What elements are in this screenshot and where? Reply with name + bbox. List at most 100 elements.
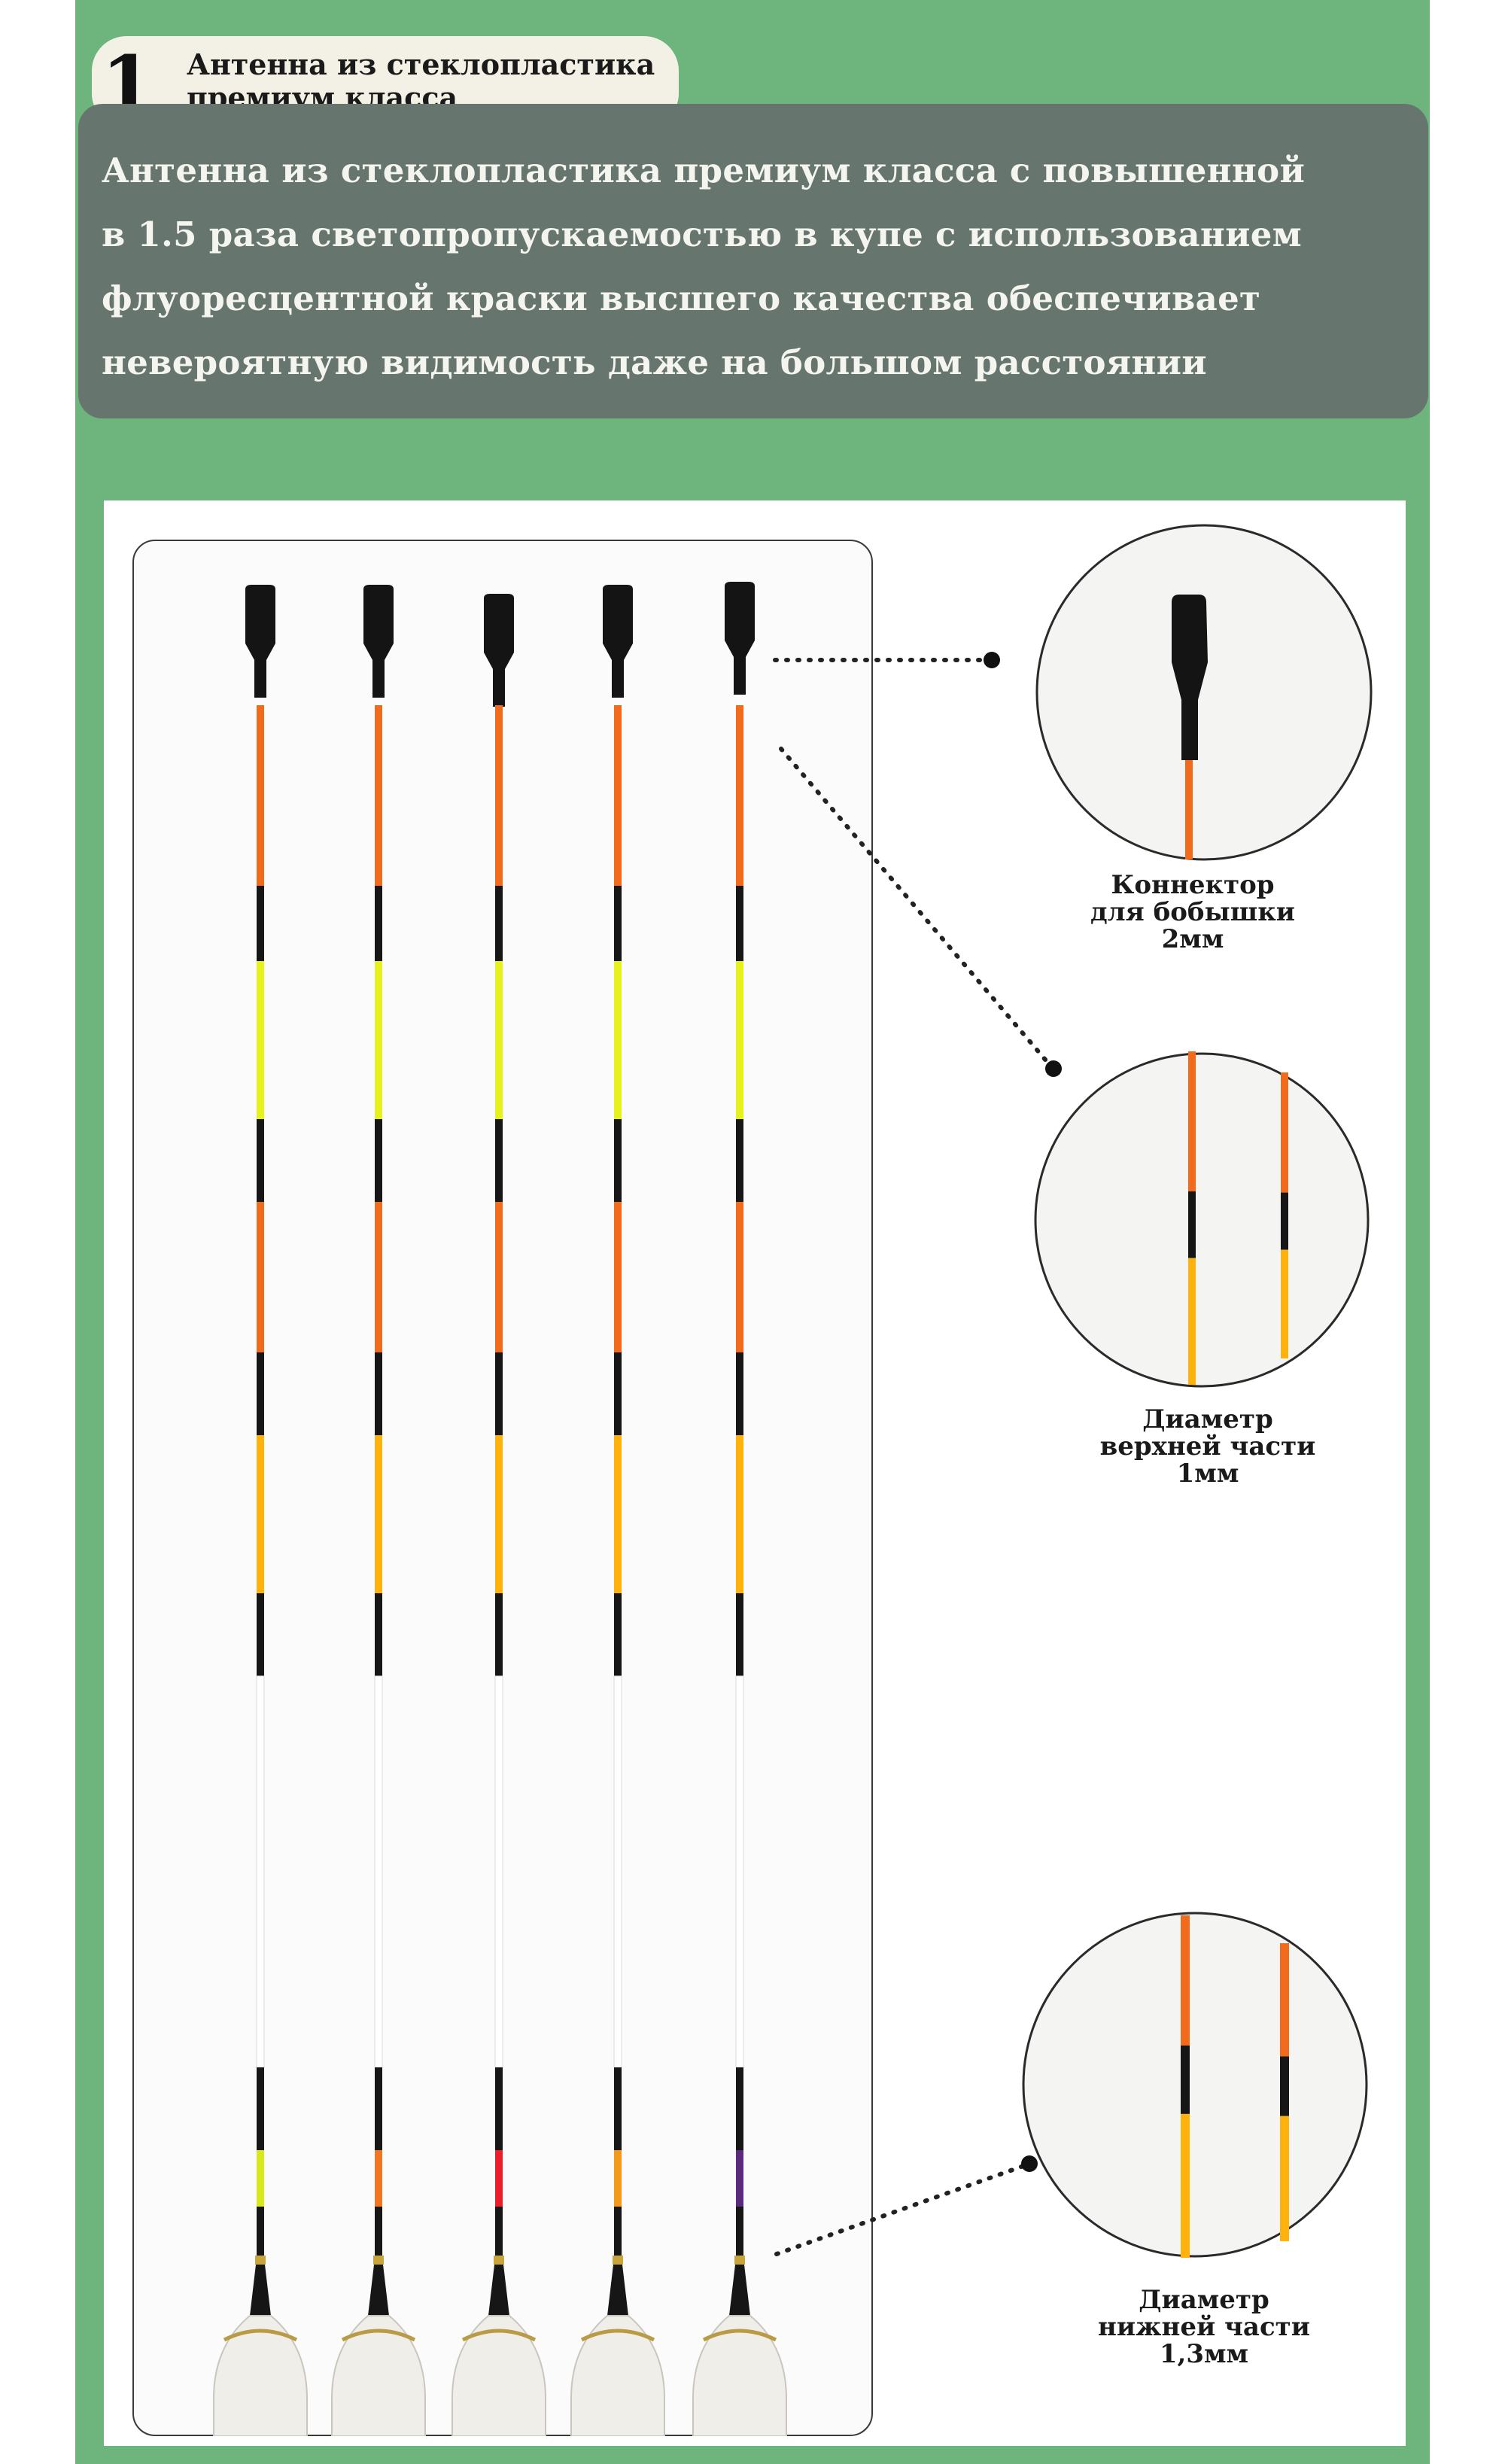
caption-line: 1,3мм <box>1159 2339 1249 2369</box>
rod-segment <box>375 2067 382 2150</box>
rod-segment <box>375 2150 382 2207</box>
description-line-3: флуоресцентной краски высшего качества о… <box>102 278 1261 318</box>
callout-circle-upper <box>1034 1052 1370 1388</box>
lower-closeup-black <box>1280 2056 1289 2116</box>
description-panel <box>78 104 1428 418</box>
connector-cap <box>725 582 755 695</box>
connector-dot-2 <box>1045 1060 1062 1077</box>
rod-stem <box>607 2265 628 2316</box>
rod-segment <box>736 1593 743 1676</box>
lower-closeup-orange <box>1181 1915 1190 2046</box>
rod-segment <box>614 1435 622 1593</box>
upper-closeup-black <box>1281 1192 1288 1250</box>
rod-segment <box>375 1435 382 1593</box>
float-body-gold-band <box>702 2329 777 2342</box>
rod-segment <box>257 2207 264 2256</box>
rod-segment <box>495 705 503 886</box>
caption-line: нижней части <box>1098 2312 1310 2342</box>
rod-stem <box>250 2265 271 2316</box>
caption-line: 1мм <box>1176 1459 1239 1489</box>
rod-gold-ring <box>255 2256 266 2265</box>
rod-segment <box>736 961 743 1119</box>
rod-segment <box>614 2150 622 2207</box>
rod-segment <box>495 2150 503 2207</box>
connector-dot-1 <box>984 652 1000 668</box>
rod-segment <box>375 1202 382 1352</box>
rod-segment <box>736 1435 743 1593</box>
caption-line: верхней части <box>1099 1431 1316 1462</box>
rod-segment <box>736 1202 743 1352</box>
rod-segment <box>257 1352 264 1435</box>
connector-line-2 <box>779 747 1052 1067</box>
rod-segment <box>375 2207 382 2256</box>
connector-cap <box>484 594 514 707</box>
connector-line-3 <box>774 2164 1026 2256</box>
rod-segment <box>375 1352 382 1435</box>
rod-segment <box>736 2207 743 2256</box>
float-body-gold-band <box>223 2329 298 2342</box>
description-line-2: в 1.5 раза светопропускаемостью в купе с… <box>102 214 1303 254</box>
description-line-4: невероятную видимость даже на большом ра… <box>102 342 1207 382</box>
connector-cap <box>245 585 275 698</box>
rod-segment <box>614 886 622 961</box>
float-body-gold-band <box>341 2329 416 2342</box>
callout-caption-connector: Коннектор для бобышки 2мм <box>1057 872 1328 953</box>
caption-line: Коннектор <box>1111 870 1275 900</box>
antenna-rods <box>213 582 787 2436</box>
caption-line: 2мм <box>1161 924 1224 954</box>
rod-segment <box>614 1593 622 1676</box>
rod-segment <box>375 1119 382 1202</box>
float-body-gold-band <box>580 2329 655 2342</box>
rod-segment <box>736 1352 743 1435</box>
upper-closeup-amber <box>1188 1258 1196 1385</box>
rod-segment <box>736 2067 743 2150</box>
rod-segment <box>257 2150 264 2207</box>
rod-segment <box>736 705 743 886</box>
lower-closeup-orange <box>1280 1943 1289 2057</box>
rod-segment <box>257 705 264 886</box>
rod-segment <box>614 1119 622 1202</box>
rod-segment <box>257 1202 264 1352</box>
rod-segment <box>257 886 264 961</box>
upper-closeup-orange <box>1188 1051 1196 1192</box>
lower-closeup-amber <box>1181 2113 1190 2258</box>
rod-segment <box>257 1435 264 1593</box>
rod-segment <box>495 886 503 961</box>
float-body-gold-band <box>461 2329 537 2342</box>
rod-segment <box>495 1352 503 1435</box>
connector-closeup-icon <box>1172 595 1208 760</box>
rod-segment <box>257 1593 264 1676</box>
caption-line: Диаметр <box>1142 1404 1273 1434</box>
upper-closeup-amber <box>1281 1249 1288 1358</box>
rod-segment <box>495 1119 503 1202</box>
rod-segment <box>614 705 622 886</box>
rod-segment <box>495 2207 503 2256</box>
rod-gold-ring <box>494 2256 504 2265</box>
rod-segment <box>614 2067 622 2150</box>
callout-caption-lower-diameter: Диаметр нижней части 1,3мм <box>1069 2286 1339 2368</box>
rod-gold-ring <box>373 2256 384 2265</box>
rod-segment <box>736 1119 743 1202</box>
callout-circle-lower <box>1022 1912 1368 2258</box>
callout-circle-connector <box>1035 524 1373 861</box>
rod-segment <box>614 1202 622 1352</box>
callout-caption-upper-diameter: Диаметр верхней части 1мм <box>1072 1406 1343 1487</box>
rod-gold-ring <box>613 2256 623 2265</box>
lower-closeup-black <box>1181 2045 1190 2114</box>
description-text: Антенна из стеклопластика премиум класса… <box>102 138 1411 394</box>
rod-segment <box>495 961 503 1119</box>
rod-segment <box>257 2067 264 2150</box>
rod-stem <box>488 2265 509 2316</box>
connector-cap <box>363 585 394 698</box>
rod-segment <box>375 1593 382 1676</box>
rod-segment <box>736 2150 743 2207</box>
upper-closeup-orange <box>1281 1072 1288 1193</box>
rod-segment <box>257 961 264 1119</box>
rod-segment <box>257 1119 264 1202</box>
rod-segment <box>736 886 743 961</box>
rod-stem <box>729 2265 750 2316</box>
rod-segment <box>375 886 382 961</box>
connector-dot-3 <box>1021 2155 1038 2172</box>
section-title-line-1: Антенна из стеклопластика <box>187 47 655 81</box>
